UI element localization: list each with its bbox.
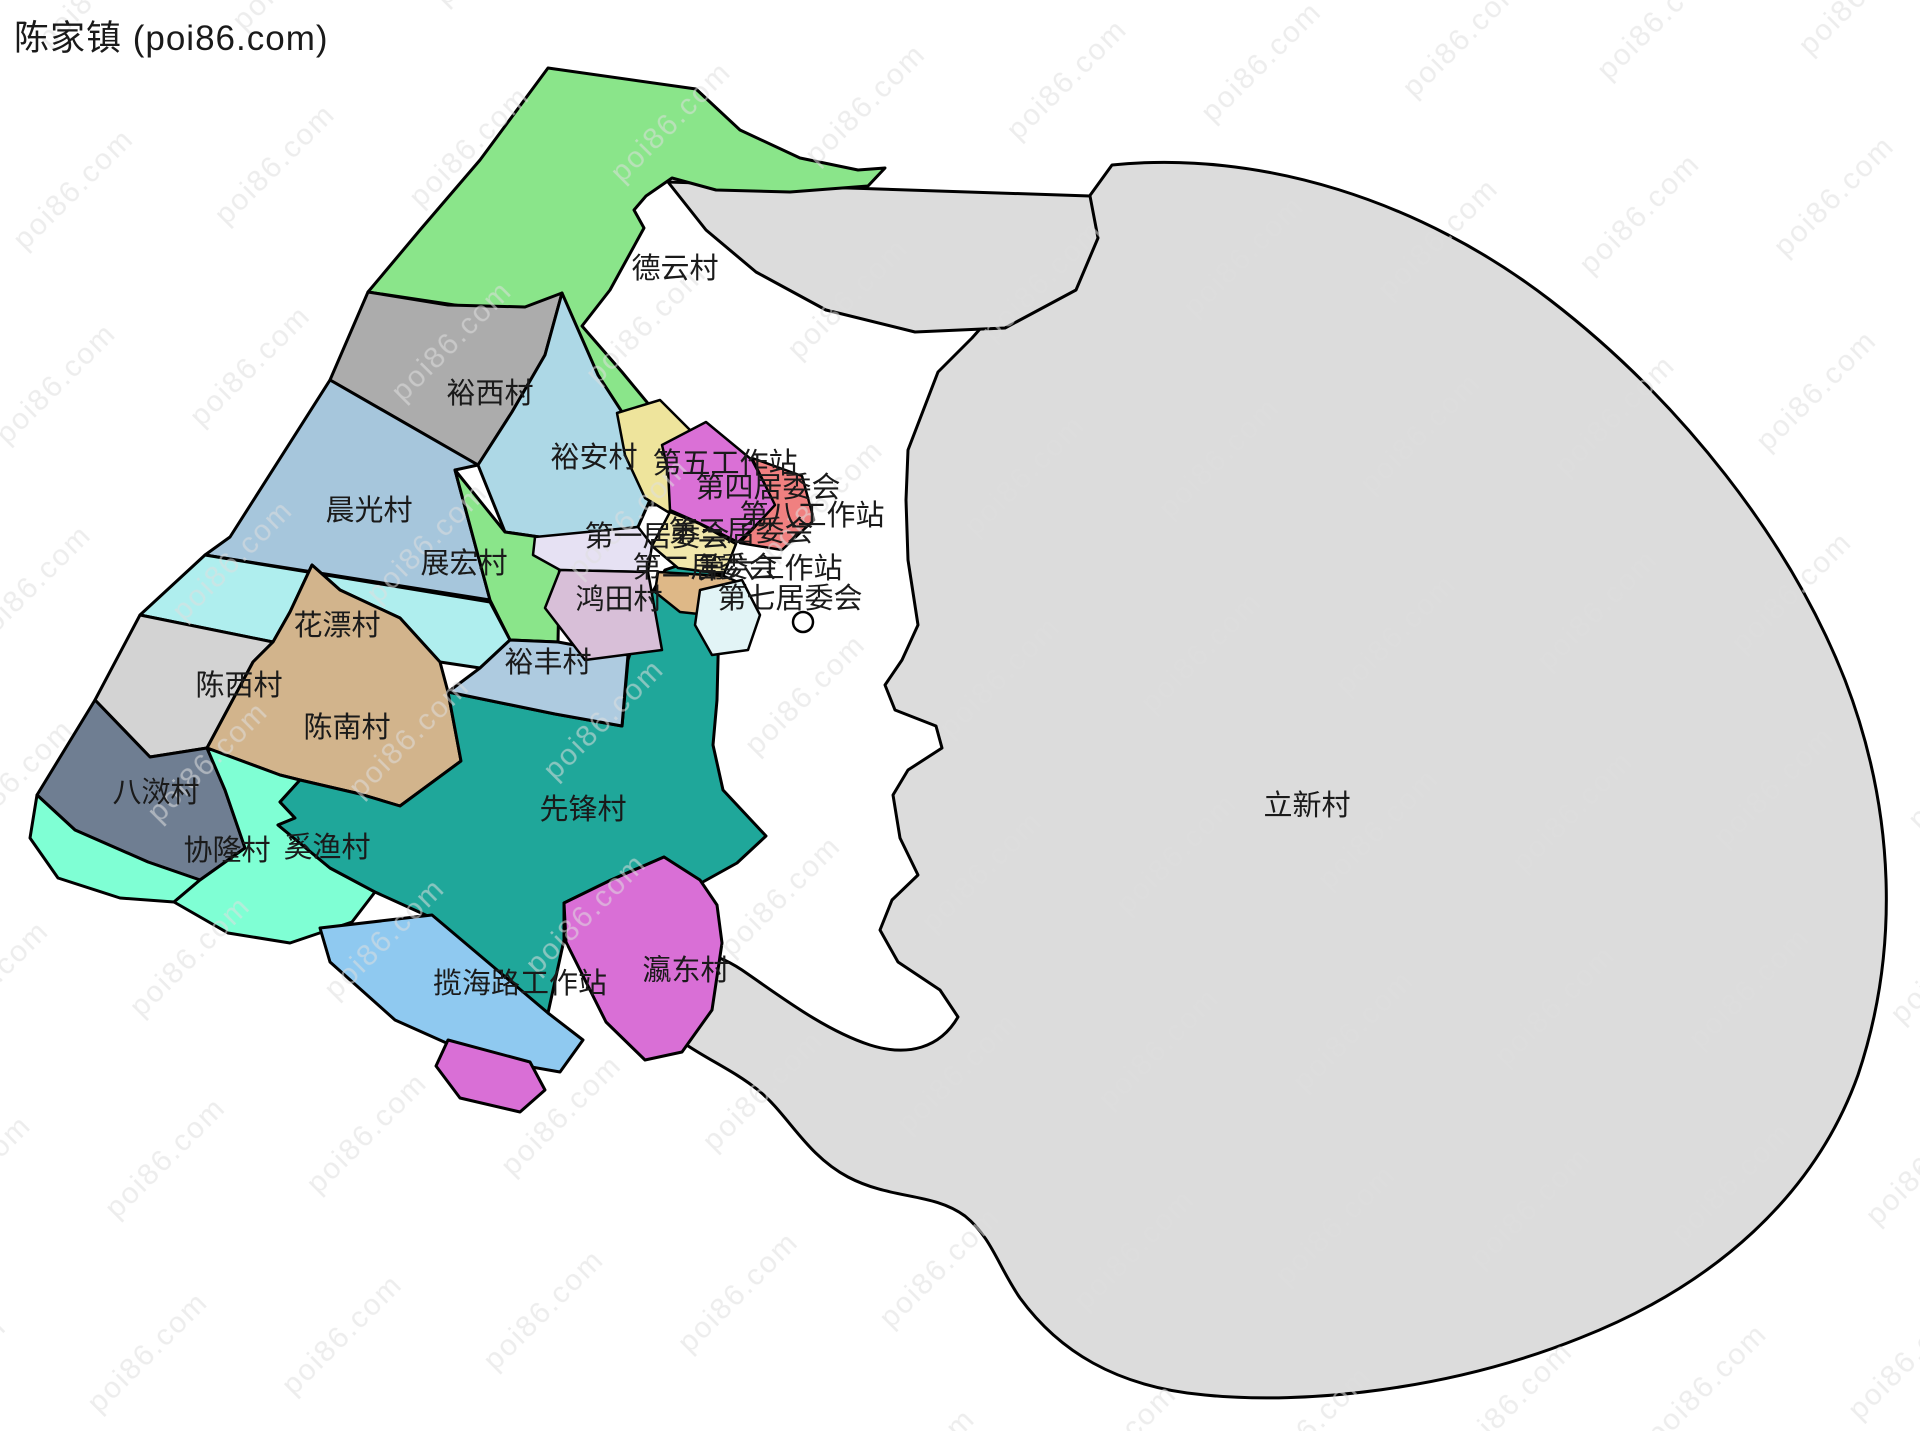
label-bayao-village: 八滧村 xyxy=(112,776,199,809)
label-yuxi-village: 裕西村 xyxy=(446,377,533,410)
label-huapiao-village: 花漂村 xyxy=(293,609,380,642)
label-hongtian-village: 鸿田村 xyxy=(575,583,662,616)
label-xiyu-village: 奚渔村 xyxy=(283,831,370,864)
label-deyun-village: 德云村 xyxy=(631,252,718,285)
label-chenguang-village: 晨光村 xyxy=(325,494,412,527)
label-no4-committee: 第四居委会 xyxy=(695,471,840,504)
label-chenxi-village: 陈西村 xyxy=(195,669,282,702)
label-lanhailu-workstation: 揽海路工作站 xyxy=(433,967,607,1000)
page-title: 陈家镇 (poi86.com) xyxy=(14,19,329,58)
label-no8-workstation: 第八工作站 xyxy=(739,499,884,532)
label-no1-committee: 第一居委会 xyxy=(584,520,729,553)
label-zhanhong-village: 展宏村 xyxy=(420,547,507,580)
label-no5-workstation: 第五工作站 xyxy=(652,447,797,480)
label-xianfeng-village: 先锋村 xyxy=(539,793,626,826)
label-yuan-village: 裕安村 xyxy=(550,441,637,474)
label-chennan-village: 陈南村 xyxy=(303,711,390,744)
label-no7-committee: 第七居委会 xyxy=(717,582,862,615)
label-xielong-village: 协隆村 xyxy=(183,834,270,867)
label-yufeng-village: 裕丰村 xyxy=(504,646,591,679)
label-yingdong-village: 瀛东村 xyxy=(642,954,729,987)
label-no6-workstation: 第六工作站 xyxy=(697,552,842,585)
label-no3-committee: 第三居委会 xyxy=(668,515,813,548)
label-no2-committee: 第二居委会 xyxy=(632,551,777,584)
label-lixin-village: 立新村 xyxy=(1263,789,1350,822)
